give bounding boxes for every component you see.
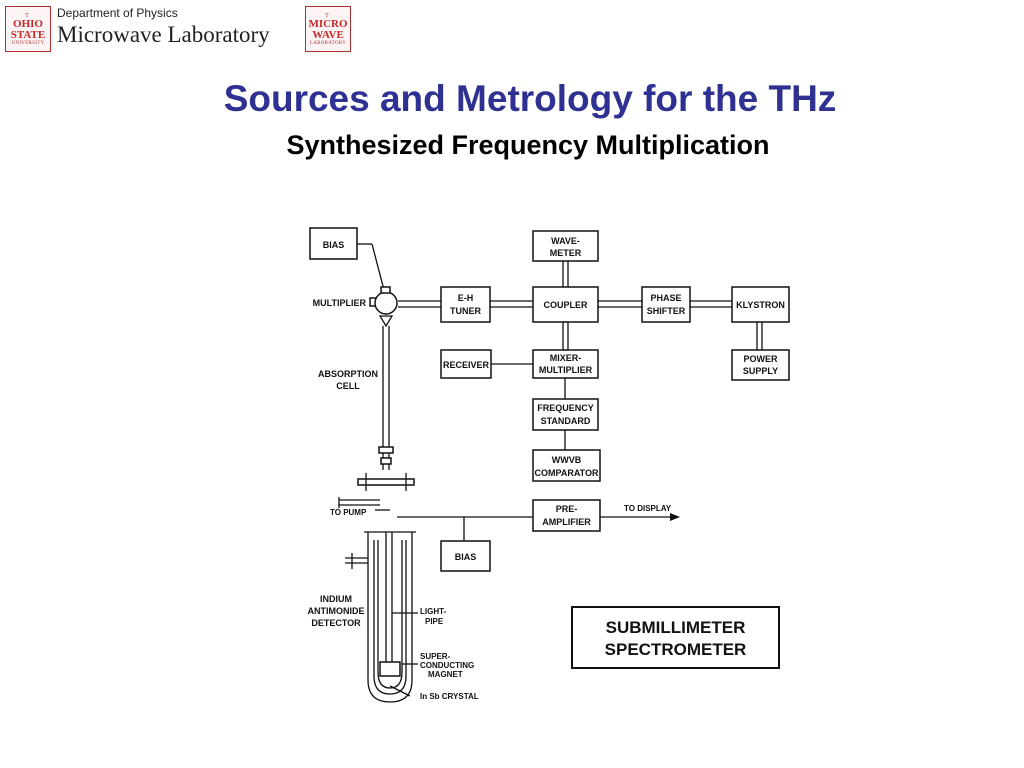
- magnet-label-1: SUPER-: [420, 652, 451, 661]
- svg-text:KLYSTRON: KLYSTRON: [736, 300, 785, 310]
- crystal-label: In Sb CRYSTAL: [420, 692, 479, 701]
- phase-shifter-box: PHASE SHIFTER: [641, 286, 691, 323]
- svg-text:WWVB: WWVB: [552, 455, 582, 465]
- slide-title: Sources and Metrology for the THz: [223, 78, 837, 119]
- coupler-box: COUPLER: [532, 286, 599, 323]
- multiplier-component: [369, 286, 398, 315]
- absorption-cell-tube: [357, 315, 415, 491]
- svg-text:SHIFTER: SHIFTER: [647, 306, 686, 316]
- wwvb-comparator-box: WWVB COMPARATOR: [532, 449, 601, 482]
- power-supply-box: POWER SUPPLY: [731, 349, 790, 381]
- lab-name: Microwave Laboratory: [57, 22, 270, 47]
- svg-text:PHASE: PHASE: [650, 293, 681, 303]
- receiver-box: RECEIVER: [440, 349, 492, 379]
- bias-bottom-box: BIAS: [440, 540, 491, 572]
- svg-text:MIXER-: MIXER-: [550, 353, 582, 363]
- svg-text:STANDARD: STANDARD: [541, 416, 591, 426]
- magnet-label-2: CONDUCTING: [420, 661, 474, 670]
- svg-text:RECEIVER: RECEIVER: [443, 360, 490, 370]
- svg-text:POWER: POWER: [743, 354, 778, 364]
- to-pump-label: TO PUMP: [330, 508, 367, 517]
- svg-text:TUNER: TUNER: [450, 306, 481, 316]
- preamplifier-box: PRE- AMPLIFIER: [532, 499, 601, 532]
- svg-text:SUBMILLIMETER: SUBMILLIMETER: [606, 618, 746, 637]
- svg-text:METER: METER: [550, 248, 582, 258]
- light-pipe-label-2: PIPE: [425, 617, 444, 626]
- eh-tuner-box: E-H TUNER: [440, 286, 491, 323]
- light-pipe-label-1: LIGHT-: [420, 607, 447, 616]
- svg-text:SUPPLY: SUPPLY: [743, 366, 778, 376]
- to-display-label: TO DISPLAY: [624, 504, 672, 513]
- svg-text:BIAS: BIAS: [455, 552, 477, 562]
- svg-text:AMPLIFIER: AMPLIFIER: [542, 517, 591, 527]
- svg-text:PRE-: PRE-: [556, 504, 578, 514]
- svg-text:COMPARATOR: COMPARATOR: [535, 468, 599, 478]
- department-name: Department of Physics: [57, 6, 178, 20]
- waveguide-lines: [357, 243, 763, 450]
- slide-subtitle: Synthesized Frequency Multiplication: [286, 130, 770, 160]
- svg-text:MULTIPLIER: MULTIPLIER: [539, 365, 593, 375]
- absorption-cell-label-2: CELL: [336, 381, 360, 391]
- svg-text:FREQUENCY: FREQUENCY: [537, 403, 594, 413]
- absorption-cell-label-1: ABSORPTION: [318, 369, 378, 379]
- detector-label-2: ANTIMONIDE: [308, 606, 365, 616]
- svg-text:WAVE-: WAVE-: [551, 236, 580, 246]
- detector-label-3: DETECTOR: [311, 618, 361, 628]
- microwave-lab-seal: T MICRO WAVE LABORATORY: [305, 6, 351, 52]
- signal-line: [397, 513, 680, 541]
- svg-text:COUPLER: COUPLER: [543, 300, 588, 310]
- caption-box: SUBMILLIMETER SPECTROMETER: [571, 606, 780, 669]
- bias-top-box: BIAS: [309, 227, 358, 260]
- svg-text:E-H: E-H: [458, 293, 474, 303]
- multiplier-label: MULTIPLIER: [313, 298, 367, 308]
- pump-line: [338, 497, 390, 511]
- magnet-label-3: MAGNET: [428, 670, 463, 679]
- svg-text:BIAS: BIAS: [323, 240, 345, 250]
- wavemeter-box: WAVE- METER: [532, 230, 599, 262]
- frequency-standard-box: FREQUENCY STANDARD: [532, 398, 599, 431]
- mixer-multiplier-box: MIXER- MULTIPLIER: [532, 349, 599, 379]
- svg-text:SPECTROMETER: SPECTROMETER: [605, 640, 747, 659]
- detector-label-1: INDIUM: [320, 594, 352, 604]
- klystron-box: KLYSTRON: [731, 286, 790, 323]
- detector-dewar: [345, 531, 418, 703]
- ohio-state-seal: T OHIO STATE UNIVERSITY: [5, 6, 51, 52]
